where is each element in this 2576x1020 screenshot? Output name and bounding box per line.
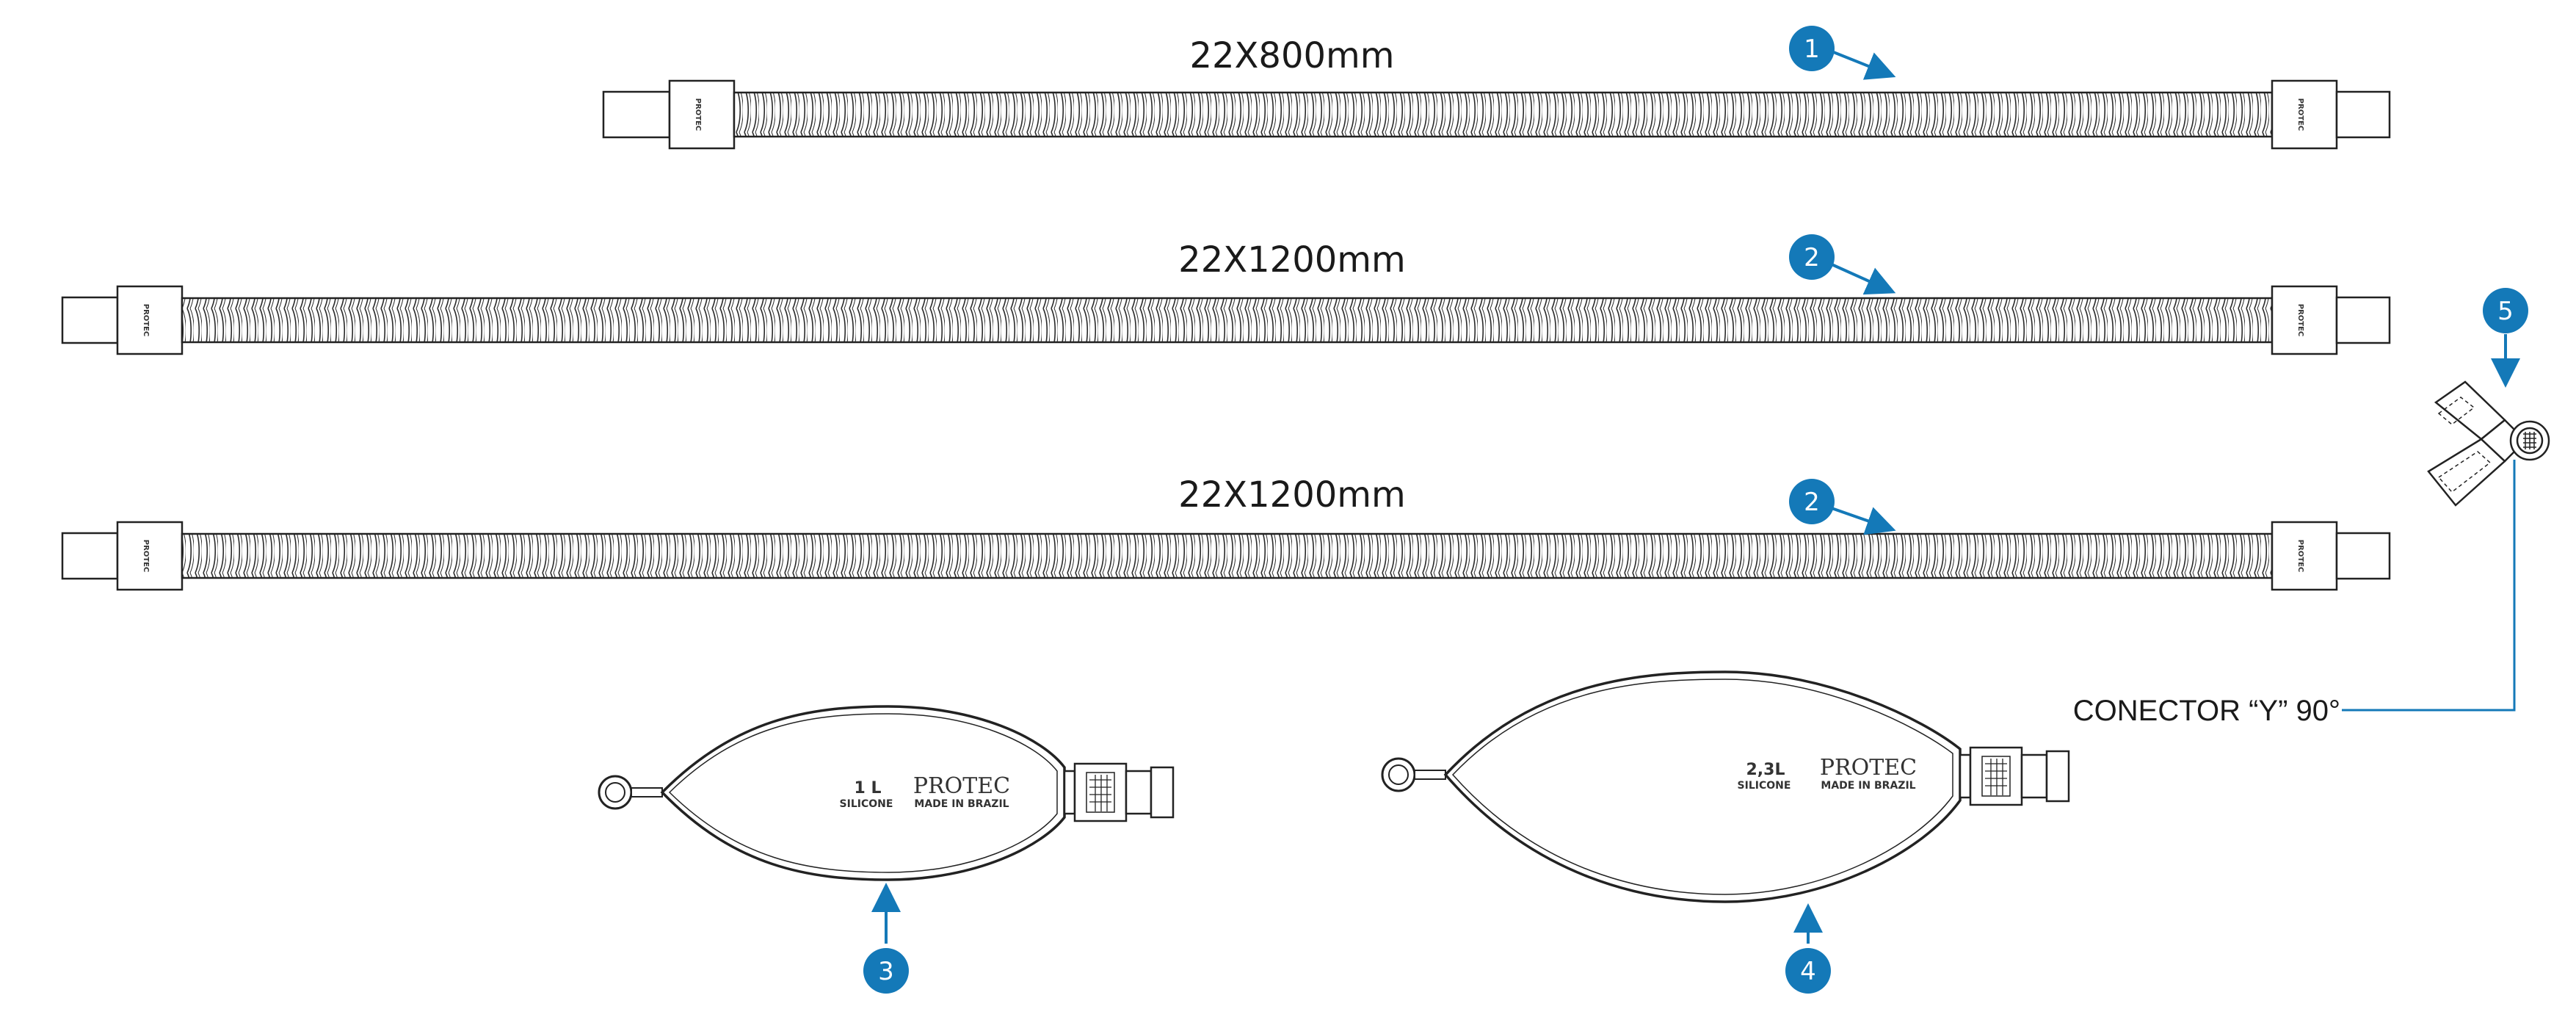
tube-1-callout: 1 <box>1789 26 1896 80</box>
tube-3-right-brand: PROTEC <box>2296 540 2304 573</box>
tube-1-left-collar <box>668 79 736 150</box>
bag-1l-volume: 1 L <box>855 779 882 797</box>
bag-1l: 1 L SILICONE PROTEC MADE IN BRAZIL 3 <box>598 705 1175 994</box>
bag-2-3l-brand: PROTEC <box>1820 755 1917 781</box>
tube-2-length-label: 22X1200mm <box>1178 239 1406 281</box>
tube-1-right-brand: PROTEC <box>2296 98 2304 131</box>
tube-2-corrugated-hose <box>181 297 2274 344</box>
tube-1-left-cuff <box>602 90 671 139</box>
tube-3-corrugated-hose <box>181 532 2274 579</box>
bag-2-3l-neck <box>1959 746 2070 806</box>
tube-1: 22X800mm PROTEC PROTEC 1 <box>602 26 2391 150</box>
bag-1l-brand: PROTEC <box>913 773 1010 799</box>
y-connector-leader-line <box>2342 460 2516 712</box>
bag-2-3l-origin: MADE IN BRAZIL <box>1821 780 1915 792</box>
tube-2-left-brand: PROTEC <box>142 304 150 337</box>
tube-3-right-collar <box>2271 521 2338 591</box>
tube-3-left-cuff <box>61 532 119 580</box>
bag-1l-callout: 3 <box>863 883 909 994</box>
tube-3-left-brand: PROTEC <box>142 540 150 573</box>
bag-2-3l-badge: 4 <box>1800 957 1816 986</box>
tube-1-right-cuff <box>2335 90 2391 139</box>
tube-3-callout: 2 <box>1789 479 1896 535</box>
y-connector-callout: 5 <box>2483 288 2528 388</box>
bag-1l-neck <box>1063 762 1175 822</box>
bag-2-3l-callout: 4 <box>1785 903 1831 994</box>
tube-1-badge: 1 <box>1804 35 1820 64</box>
bag-2-3l: 2,3L SILICONE PROTEC MADE IN BRAZIL 4 <box>1381 670 2070 994</box>
bag-2-3l-body <box>1443 670 1962 903</box>
bag-1l-material: SILICONE <box>840 798 893 810</box>
tube-1-corrugated-hose <box>733 91 2274 138</box>
y-connector-label: CONECTOR “Y” 90° <box>2073 695 2340 727</box>
y-connector-body <box>2427 380 2550 507</box>
bag-2-3l-volume: 2,3L <box>1746 761 1785 779</box>
tube-3: 22X1200mm PROTEC PROTEC 2 <box>61 474 2391 591</box>
tube-1-right-collar <box>2271 79 2338 150</box>
y-connector-badge: 5 <box>2497 297 2514 326</box>
tube-1-length-label: 22X800mm <box>1189 35 1394 76</box>
y-connector: 5 CONECTOR “Y” 90° <box>2073 288 2550 727</box>
bag-1l-origin: MADE IN BRAZIL <box>914 798 1009 810</box>
tube-3-left-collar <box>116 521 184 591</box>
tube-2-left-cuff <box>61 296 119 344</box>
tube-2-callout: 2 <box>1789 234 1896 295</box>
tube-3-length-label: 22X1200mm <box>1178 474 1406 516</box>
tube-3-badge: 2 <box>1804 488 1820 517</box>
tube-2: 22X1200mm PROTEC PROTEC 2 <box>61 234 2391 355</box>
tube-2-right-brand: PROTEC <box>2296 304 2304 337</box>
bag-1l-badge: 3 <box>878 957 894 986</box>
tube-2-right-cuff <box>2335 296 2391 344</box>
tube-1-left-brand: PROTEC <box>694 98 702 131</box>
bag-2-3l-material: SILICONE <box>1738 780 1791 792</box>
tube-2-badge: 2 <box>1804 243 1820 272</box>
tube-3-right-cuff <box>2335 532 2391 580</box>
